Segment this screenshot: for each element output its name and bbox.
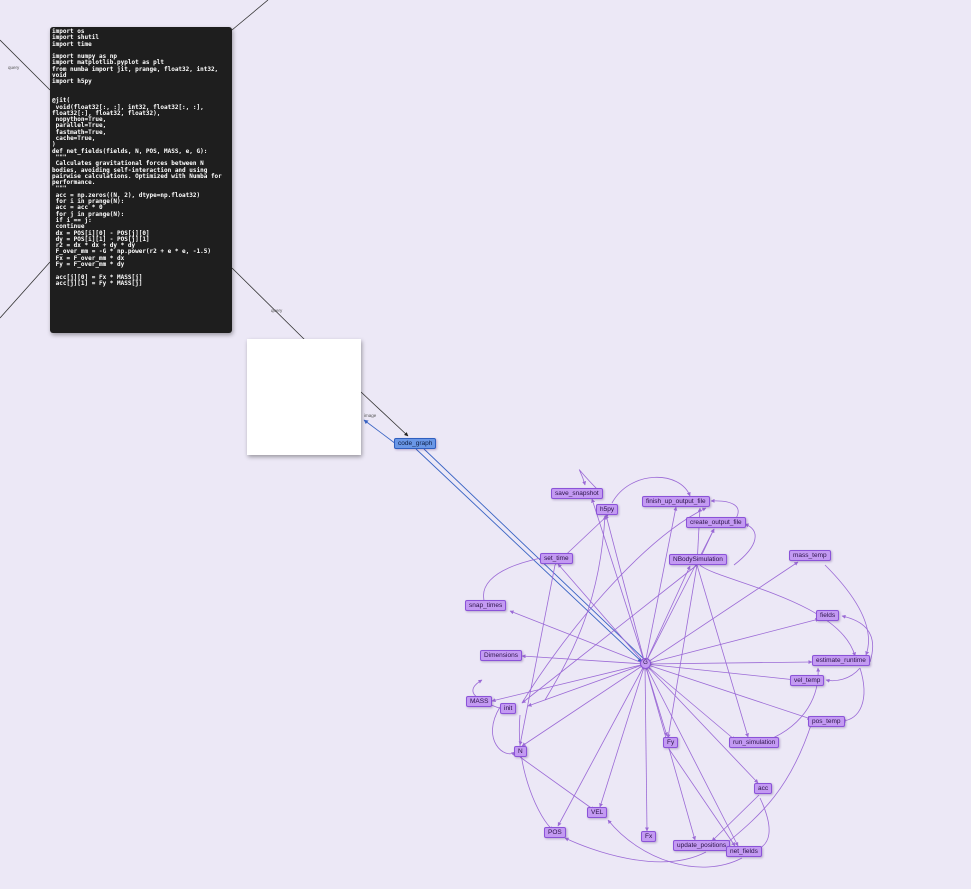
node-finish-up-output-file[interactable]: finish_up_output_file xyxy=(642,496,710,507)
node-mass-temp[interactable]: mass_temp xyxy=(789,550,831,561)
node-pos[interactable]: POS xyxy=(544,827,566,838)
graph-edges xyxy=(472,469,873,868)
node-estimate-runtime[interactable]: estimate_runtime xyxy=(812,655,870,666)
node-vel-temp[interactable]: vel_temp xyxy=(790,675,825,686)
code-graph-thumbnail[interactable] xyxy=(247,339,361,455)
node-fx[interactable]: Fx xyxy=(641,831,657,842)
node-g[interactable]: G xyxy=(640,658,651,669)
node-init[interactable]: init xyxy=(500,703,517,714)
node-snap-times[interactable]: snap_times xyxy=(465,600,507,611)
highlight-edges xyxy=(363,419,646,663)
node-mass[interactable]: MASS xyxy=(466,696,493,707)
node-set-time[interactable]: set_time xyxy=(540,553,573,564)
node-dimensions[interactable]: Dimensions xyxy=(480,650,522,661)
code-snippet-card[interactable]: import os import shutil import time impo… xyxy=(50,27,232,333)
node-vel[interactable]: VEL xyxy=(587,807,608,818)
node-run-simulation[interactable]: run_simulation xyxy=(729,737,780,748)
node-update-positions[interactable]: update_positions xyxy=(673,840,731,851)
edge-label-query: query xyxy=(271,308,283,313)
node-nbodysimulation[interactable]: NBodySimulation xyxy=(669,554,727,565)
node-n[interactable]: N xyxy=(514,746,527,757)
edge-label-image: image xyxy=(364,413,377,418)
node-h5py[interactable]: h5py xyxy=(596,504,619,515)
node-create-output-file[interactable]: create_output_file xyxy=(686,517,746,528)
code-graph-node[interactable]: code_graph xyxy=(394,438,437,449)
node-net-fields[interactable]: net_fields xyxy=(726,846,762,857)
node-save-snapshot[interactable]: save_snapshot xyxy=(551,488,603,499)
edge-label-query-left: query xyxy=(8,65,20,70)
node-fy[interactable]: Fy xyxy=(663,737,679,748)
node-pos-temp[interactable]: pos_temp xyxy=(808,716,845,727)
node-acc[interactable]: acc xyxy=(754,783,773,794)
code-edges xyxy=(0,0,409,437)
node-fields[interactable]: fields xyxy=(816,610,840,621)
code-text: import os import shutil import time impo… xyxy=(52,28,222,287)
